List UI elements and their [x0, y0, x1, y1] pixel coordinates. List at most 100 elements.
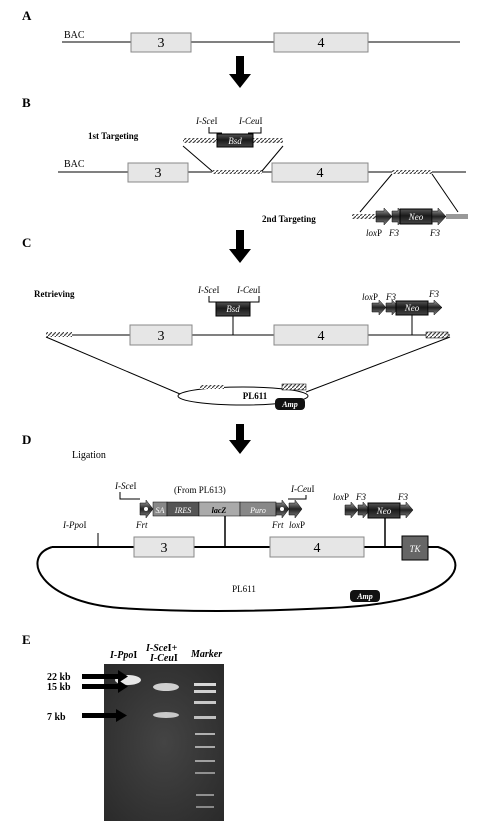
panel-label-a: A	[22, 8, 32, 23]
loxp-label: loxP	[289, 520, 305, 530]
ladder-band	[196, 794, 214, 796]
exon-4-label: 4	[314, 541, 321, 556]
ladder-band	[194, 690, 216, 693]
gel-band	[153, 712, 179, 718]
lane-2-label-line-1: I-SceI+	[145, 643, 178, 654]
pl611-label: PL611	[232, 584, 256, 594]
ippo1-label: I-PpoI	[62, 520, 87, 530]
tk-label: TK	[409, 544, 421, 554]
exon-3-label: 3	[158, 329, 165, 344]
neo-label: Neo	[404, 303, 420, 313]
f3-arrow-icon	[427, 299, 443, 316]
homology-region	[46, 332, 72, 337]
loxp-arrow-icon	[371, 299, 387, 316]
first-targeting-label: 1st Targeting	[88, 131, 139, 141]
sa-label: SA	[156, 506, 165, 515]
pl611-label: PL611	[243, 391, 268, 401]
exon-3-label: 3	[155, 166, 162, 181]
ladder-band	[195, 772, 215, 774]
amp-cassette	[350, 590, 380, 602]
loxp-arrow-icon	[375, 207, 393, 226]
ladder-band	[195, 760, 215, 762]
retrieval-line	[305, 336, 451, 393]
f3-label: F3	[397, 492, 408, 502]
exon-4-label: 4	[318, 36, 325, 51]
loxp-label: loxP	[366, 228, 382, 238]
cutsite-bracket	[208, 296, 260, 303]
isce1-label: I-SceI	[195, 116, 217, 126]
splice-dot-icon	[280, 507, 284, 511]
f3-label: F3	[385, 292, 396, 302]
lane-2-label-line-2: I-CeuI	[149, 653, 178, 664]
f3-label: F3	[355, 492, 366, 502]
panel-a: A BAC 3 4	[22, 8, 460, 53]
exon-4-box	[271, 162, 369, 183]
f3-label: F3	[388, 228, 399, 238]
crossover-line	[182, 145, 213, 172]
bsd-label: Bsd	[228, 136, 242, 146]
from-pl613-label: (From PL613)	[174, 485, 226, 495]
amp-label: Amp	[281, 400, 298, 409]
retrieving-label: Retrieving	[34, 289, 75, 299]
right-arrow-icon	[82, 680, 128, 693]
ladder-band	[196, 806, 214, 808]
loxp-label: loxP	[333, 492, 349, 502]
exon-4-box	[273, 32, 369, 53]
homology-arm-right	[253, 138, 283, 143]
crossover-line	[431, 173, 459, 213]
down-arrow-icon	[229, 230, 251, 263]
ladder-band	[195, 733, 215, 735]
f3-label: F3	[428, 289, 439, 299]
lane-3-label: Marker	[190, 649, 222, 660]
homology-arm-left	[352, 214, 376, 219]
panel-b: B I-SceI I-CeuI Bsd 1st Targeting BAC 3 …	[22, 95, 468, 238]
retrieval-line	[45, 336, 181, 395]
homology-arm-right	[281, 383, 307, 391]
gel-band	[153, 683, 179, 691]
lane-1-label: I-PpoI	[109, 650, 137, 661]
size-label-22kb: 22 kb	[47, 672, 71, 683]
ladder-band	[194, 716, 216, 719]
isce1-label: I-SceI	[197, 285, 219, 295]
neo-label: Neo	[408, 212, 424, 222]
size-label-7kb: 7 kb	[47, 712, 66, 723]
splice-dot-icon	[144, 507, 148, 511]
amp-label: Amp	[356, 592, 373, 601]
iceu1-label: I-CeuI	[236, 285, 261, 295]
exon-4-box	[273, 324, 369, 346]
loxp-arrow-icon	[344, 501, 359, 519]
lacz-label: lacZ	[212, 506, 227, 515]
ligation-label: Ligation	[72, 450, 106, 461]
bac-label: BAC	[64, 159, 85, 170]
panel-label-c: C	[22, 235, 31, 250]
homology-arm-right	[446, 214, 468, 219]
frt-site-left	[139, 499, 154, 519]
amp-cassette	[275, 398, 305, 410]
down-arrow-icon	[229, 424, 251, 454]
cutsite-bracket	[288, 495, 307, 500]
homology-region	[212, 170, 262, 174]
right-arrow-icon	[82, 709, 127, 722]
tk-cassette	[401, 535, 429, 561]
size-label-15kb: 15 kb	[47, 682, 71, 693]
frt-label: Frt	[135, 520, 148, 530]
iceu1-label: I-CeuI	[238, 116, 263, 126]
exon-3-box	[127, 162, 189, 183]
exon-3-label: 3	[158, 36, 165, 51]
homology-region	[425, 331, 449, 339]
ladder-band	[194, 683, 216, 686]
crossover-line	[359, 173, 393, 213]
pl611-circular-vector	[36, 546, 457, 612]
bsd-label: Bsd	[226, 304, 240, 314]
ires-label: IRES	[174, 506, 191, 515]
panel-c: C Retrieving I-SceI I-CeuI Bsd loxP F3 F…	[22, 235, 451, 410]
exon-3-label: 3	[161, 541, 168, 556]
exon-3-box	[129, 324, 193, 346]
f3-arrow-icon	[431, 207, 447, 226]
right-arrow-icon	[82, 670, 128, 683]
cutsite-bracket	[208, 127, 262, 134]
exon-3-box	[133, 536, 195, 558]
second-targeting-label: 2nd Targeting	[262, 214, 316, 224]
crossover-line	[261, 145, 284, 172]
